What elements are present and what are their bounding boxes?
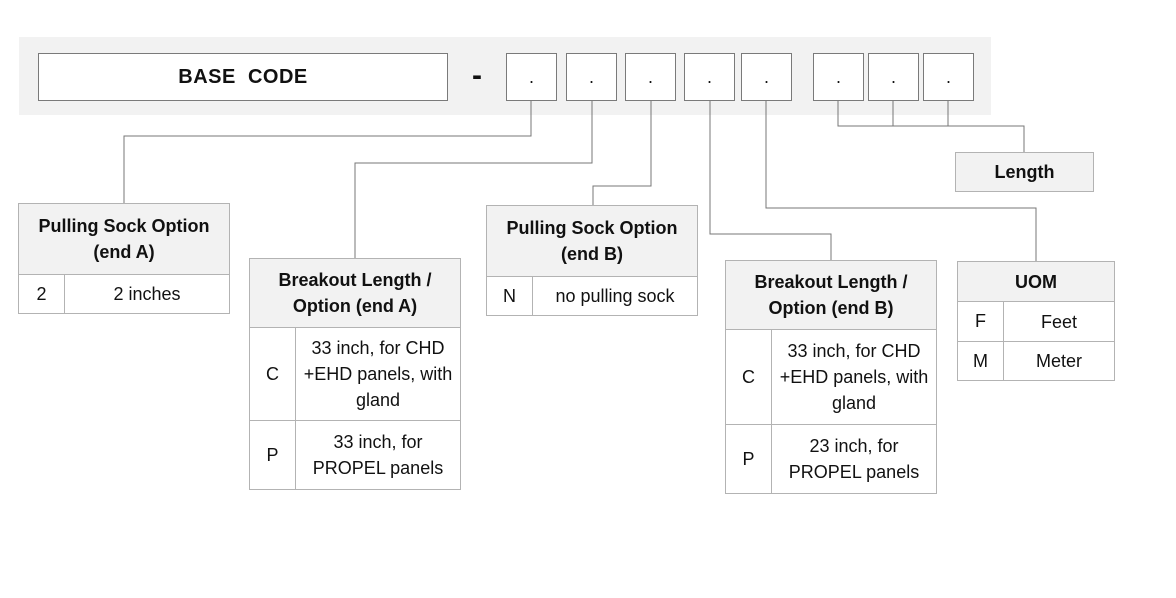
code-segment-pulling-sock-a: . (506, 53, 557, 101)
segment-dot: . (835, 66, 841, 87)
code-segment-breakout-b: . (684, 53, 735, 101)
table-row: C 33 inch, for CHD +EHD panels, with gla… (250, 328, 460, 421)
option-description: 2 inches (113, 284, 181, 304)
segment-dot: . (945, 66, 951, 87)
table-row: M Meter (958, 342, 1114, 380)
code-segment-length-1: . (813, 53, 864, 101)
length-label-box: Length (955, 152, 1094, 192)
option-code: P (250, 421, 296, 489)
code-separator: - (472, 59, 482, 92)
table-row: C 33 inch, for CHD +EHD panels, with gla… (726, 330, 936, 425)
option-description: Feet (1040, 311, 1078, 332)
connector-pulling-sock-b (592, 101, 652, 206)
connector-length-1 (837, 101, 1025, 152)
uom-table: UOM F Feet M Meter (957, 261, 1115, 381)
table-row: N no pulling sock (487, 277, 697, 315)
uom-title: UOM (958, 262, 1114, 302)
segment-dot: . (706, 66, 712, 87)
option-code: P (726, 425, 772, 493)
breakout-a-title: Breakout Length / Option (end A) (250, 259, 460, 328)
option-code: M (958, 342, 1004, 380)
connector-breakout-b (709, 101, 832, 261)
option-description: 23 inch, for PROPEL panels (788, 436, 920, 482)
pulling-sock-b-title: Pulling Sock Option (end B) (487, 206, 697, 277)
segment-dot: . (528, 66, 534, 87)
option-code: C (726, 330, 772, 424)
pulling-sock-a-title: Pulling Sock Option (end A) (19, 204, 229, 275)
segment-dot: . (890, 66, 896, 87)
segment-dot: . (763, 66, 769, 87)
connector-uom (765, 101, 1037, 262)
table-row: F Feet (958, 302, 1114, 342)
pulling-sock-a-table: Pulling Sock Option (end A) 2 2 inches (18, 203, 230, 314)
option-description: Meter (1035, 351, 1082, 371)
breakout-a-table: Breakout Length / Option (end A) C 33 in… (249, 258, 461, 490)
table-row: P 33 inch, for PROPEL panels (250, 421, 460, 489)
base-code-box: BASE CODE (38, 53, 448, 101)
pulling-sock-b-table: Pulling Sock Option (end B) N no pulling… (486, 205, 698, 316)
option-code: 2 (19, 275, 65, 313)
option-description: no pulling sock (555, 286, 675, 306)
option-description: 33 inch, for CHD +EHD panels, with gland (779, 341, 929, 413)
option-code: N (487, 277, 533, 315)
breakout-b-table: Breakout Length / Option (end B) C 33 in… (725, 260, 937, 494)
code-segment-uom: . (741, 53, 792, 101)
code-segment-breakout-a: . (566, 53, 617, 101)
segment-dot: . (647, 66, 653, 87)
table-row: 2 2 inches (19, 275, 229, 313)
code-segment-length-2: . (868, 53, 919, 101)
option-description: 33 inch, for PROPEL panels (312, 432, 444, 478)
code-segment-length-3: . (923, 53, 974, 101)
length-label: Length (994, 161, 1055, 182)
option-code: C (250, 328, 296, 420)
breakout-b-title: Breakout Length / Option (end B) (726, 261, 936, 330)
table-row: P 23 inch, for PROPEL panels (726, 425, 936, 493)
option-code: F (958, 302, 1004, 341)
code-segment-pulling-sock-b: . (625, 53, 676, 101)
base-code-label: BASE CODE (178, 65, 308, 88)
connector-pulling-sock-a (123, 101, 532, 204)
connector-breakout-a (354, 101, 593, 259)
option-description: 33 inch, for CHD +EHD panels, with gland (303, 338, 453, 410)
segment-dot: . (588, 66, 594, 87)
